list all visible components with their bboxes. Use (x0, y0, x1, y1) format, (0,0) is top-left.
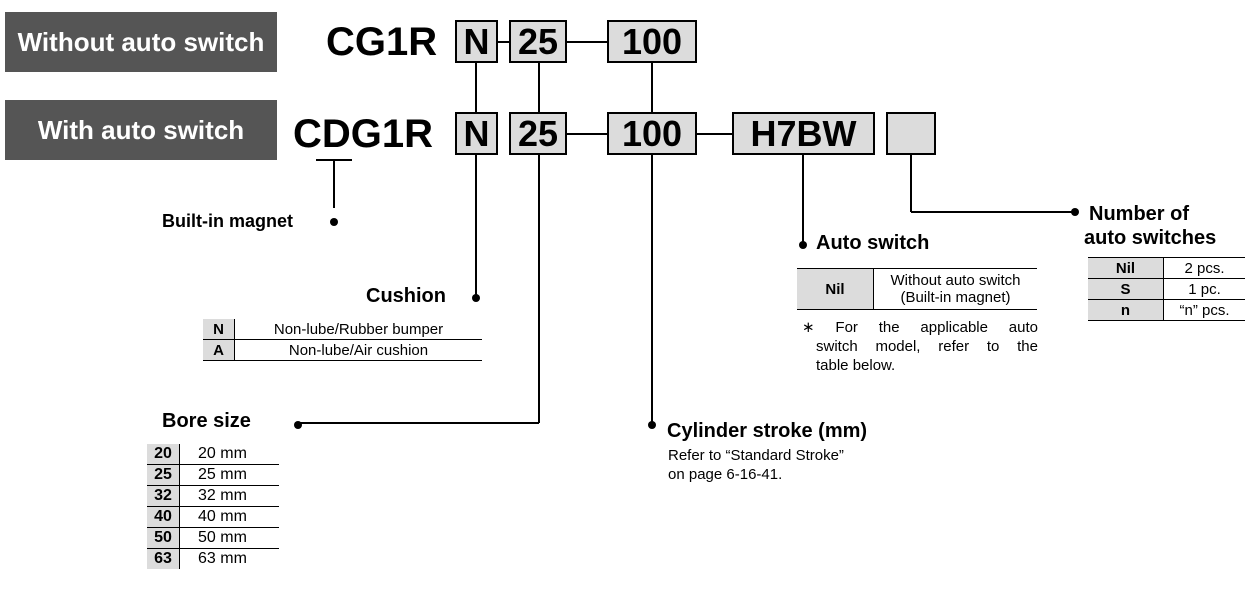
bore-desc: 32 mm (179, 485, 279, 507)
without-auto-switch-label: Without auto switch (5, 12, 277, 72)
model-prefix-cg1r: CG1R (326, 20, 438, 64)
bore-code: 32 (147, 485, 180, 507)
stroke-note: Refer to “Standard Stroke” on page 6-16-… (668, 446, 844, 484)
bore-desc: 50 mm (179, 527, 279, 549)
cushion-dot (472, 294, 480, 302)
bore-code: 63 (147, 548, 180, 569)
auto-switch-code: Nil (797, 268, 874, 310)
count-desc: 1 pc. (1163, 278, 1245, 300)
auto-switch-title: Auto switch (816, 232, 930, 254)
count-code: Nil (1088, 257, 1164, 279)
count-desc: “n” pcs. (1163, 299, 1245, 321)
bore-code: 20 (147, 444, 180, 465)
cushion-title: Cushion (366, 285, 446, 307)
with-auto-switch-label: With auto switch (5, 100, 277, 160)
count-dot (1071, 208, 1079, 216)
table-row: Nil Without auto switch (Built-in magnet… (797, 268, 1037, 310)
bore-desc: 20 mm (179, 444, 279, 465)
cushion-desc: Non-lube/Rubber bumper (234, 319, 482, 340)
bore-desc: 63 mm (198, 550, 247, 567)
auto-switch-note: ∗ For the applicable auto switch model, … (802, 318, 1038, 375)
stroke-note-line-2: on page 6-16-41. (668, 466, 783, 483)
count-desc: 2 pcs. (1163, 257, 1245, 279)
code-box-cushion: N (455, 20, 498, 63)
bore-code: 25 (147, 464, 180, 486)
cushion-code: N (203, 319, 235, 340)
bore-code: 50 (147, 527, 180, 549)
count-code: S (1088, 278, 1164, 300)
code-box-switch: H7BW (732, 112, 875, 155)
code-box-count (886, 112, 936, 155)
number-of-switches-title-2: auto switches (1084, 227, 1217, 249)
code-box-cushion-2: N (455, 112, 498, 155)
cushion-code: A (203, 339, 235, 361)
stroke-dot (648, 421, 656, 429)
count-code: n (1088, 299, 1164, 321)
auto-switch-desc: Without auto switch (Built-in magnet) (873, 268, 1037, 310)
number-of-switches-title-1: Number of (1089, 203, 1189, 225)
code-box-stroke: 100 (607, 20, 697, 63)
model-prefix-cdg1r: CDG1R (293, 112, 434, 156)
auto-switch-note-line-1: ∗ For the applicable auto (802, 319, 1038, 336)
stroke-note-line-1: Refer to “Standard Stroke” (668, 447, 844, 464)
cylinder-stroke-title: Cylinder stroke (mm) (667, 420, 868, 442)
auto-switch-desc-1: Without auto switch (890, 272, 1021, 289)
auto-switch-table: Nil Without auto switch (Built-in magnet… (797, 268, 1037, 310)
built-in-magnet-label: Built-in magnet (162, 211, 293, 231)
code-box-stroke-2: 100 (607, 112, 697, 155)
bore-size-title: Bore size (162, 410, 251, 432)
table-row: 63 63 mm (147, 548, 279, 569)
auto-switch-desc-2: (Built-in magnet) (900, 289, 1011, 306)
auto-switch-note-line-3: table below. (816, 357, 896, 374)
table-row: n“n” pcs. (1088, 299, 1245, 321)
table-row: N Non-lube/Rubber bumper (203, 319, 482, 340)
cushion-table: N Non-lube/Rubber bumper A Non-lube/Air … (203, 319, 482, 361)
auto-switch-note-line-2: switch model, refer to the (816, 338, 1038, 355)
bore-dot (294, 421, 302, 429)
code-box-bore: 25 (509, 20, 567, 63)
bore-code: 40 (147, 506, 180, 528)
table-row: A Non-lube/Air cushion (203, 339, 482, 361)
bore-desc: 25 mm (179, 464, 279, 486)
code-box-bore-2: 25 (509, 112, 567, 155)
switch-dot (799, 241, 807, 249)
magnet-dot (330, 218, 338, 226)
bore-desc: 40 mm (179, 506, 279, 528)
cushion-desc: Non-lube/Air cushion (234, 339, 482, 361)
